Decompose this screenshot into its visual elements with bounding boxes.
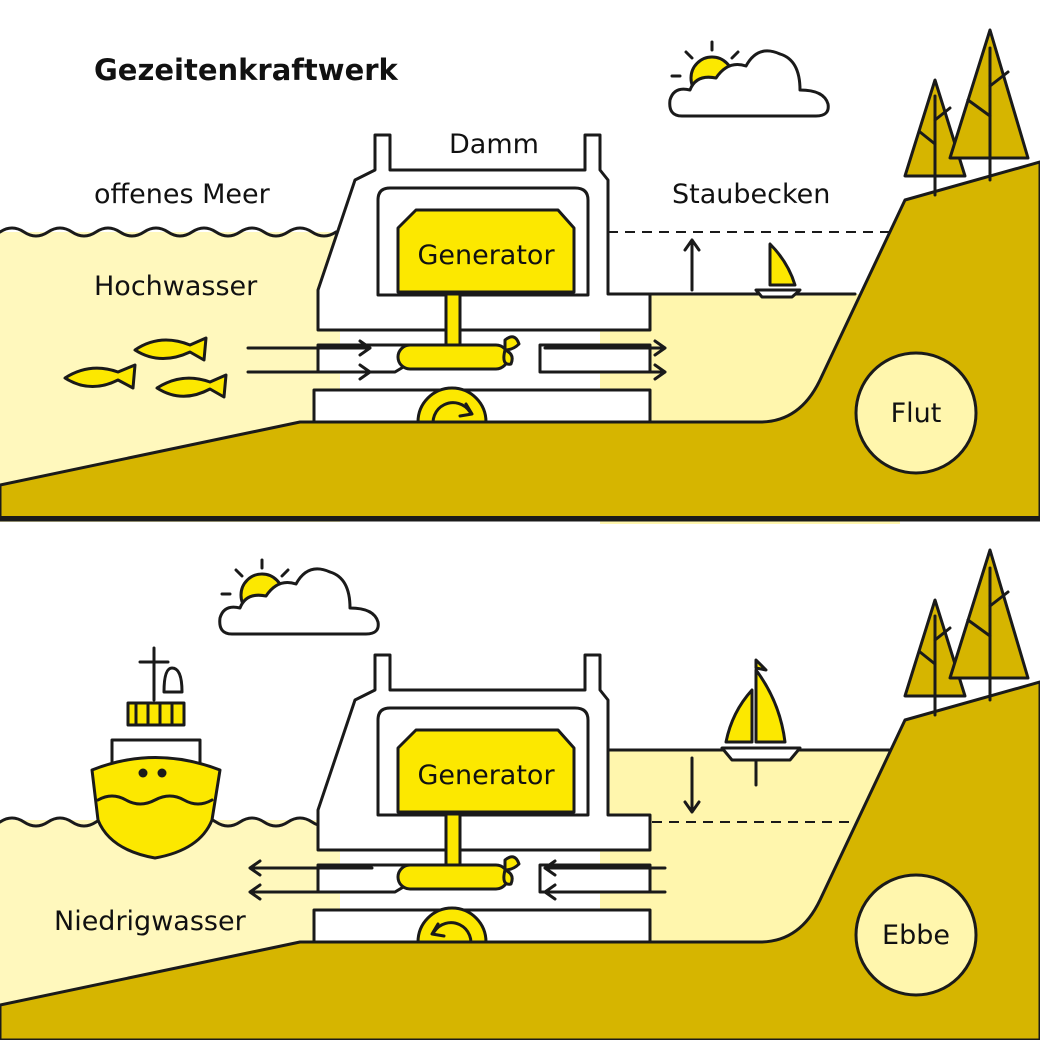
sailboat-icon xyxy=(754,242,802,299)
propeller-icon xyxy=(502,335,521,366)
seabed-ground xyxy=(0,680,1040,1040)
tree-icon xyxy=(903,548,1030,717)
diagram-title: Gezeitenkraftwerk xyxy=(94,53,399,87)
bottom-panel-ebb: Generator xyxy=(0,548,1040,1040)
level-up-arrow xyxy=(683,238,701,292)
rotation-arrowhead xyxy=(430,922,446,938)
turbine-icon xyxy=(396,863,510,891)
sailboat-icon xyxy=(720,658,802,787)
top-panel-flood: Generator xyxy=(0,28,1040,524)
generator-label: Generator xyxy=(417,760,555,791)
cloud-icon xyxy=(218,567,380,636)
tide-badge-circle xyxy=(854,873,978,997)
tide-label: Flut xyxy=(891,398,942,429)
generator-housing xyxy=(396,208,576,294)
turbine-shaft xyxy=(444,292,462,352)
sea-surface-waves xyxy=(0,226,338,238)
rotation-arrowhead xyxy=(458,402,474,418)
flow-arrow-icon xyxy=(248,859,667,901)
generator-label: Generator xyxy=(417,240,555,271)
dam-label: Damm xyxy=(449,129,539,160)
sea-label: offenes Meer xyxy=(94,179,271,210)
water-state-label: Niedrigwasser xyxy=(54,906,247,937)
cloud-icon xyxy=(668,49,830,118)
generator-housing xyxy=(396,728,576,814)
level-down-arrow xyxy=(683,756,701,814)
turbine-icon xyxy=(396,343,510,371)
propeller-icon xyxy=(502,855,521,886)
turbine-shaft xyxy=(444,812,462,872)
seabed-ground xyxy=(0,160,1040,522)
ship-icon xyxy=(90,646,222,860)
basin-label: Staubecken xyxy=(672,179,830,210)
tree-icon xyxy=(903,28,1030,197)
tide-badge-circle xyxy=(854,351,978,475)
water-state-label: Hochwasser xyxy=(94,271,258,302)
tide-label: Ebbe xyxy=(882,920,950,951)
fish-icon xyxy=(63,336,228,399)
flow-arrow-icon xyxy=(246,339,667,381)
